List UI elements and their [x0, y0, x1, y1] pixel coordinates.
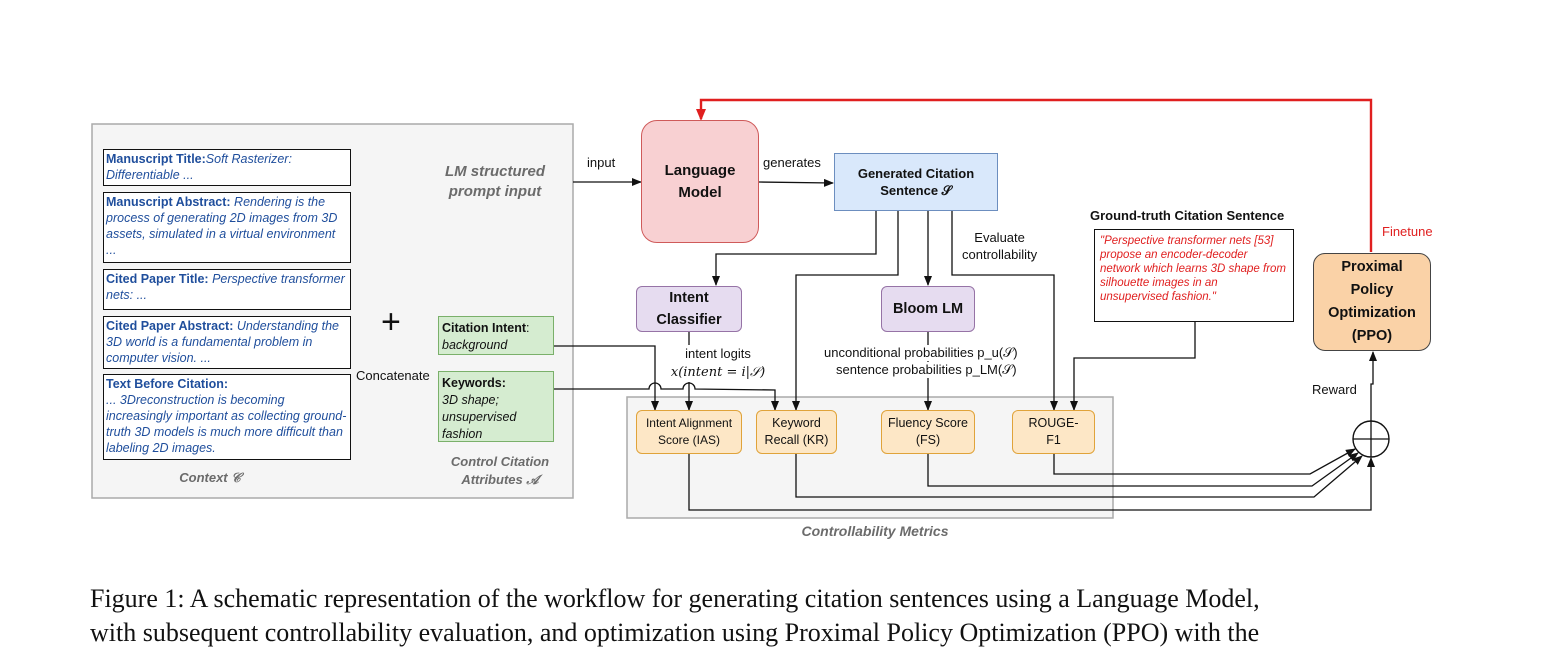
generates-arrow [758, 178, 834, 187]
rouge-to-sum-arrow [1053, 448, 1356, 475]
finetune-arrow [696, 98, 1373, 252]
keywords-box: Keywords: 3D shape; unsupervised fashion [438, 371, 554, 442]
bloom-lm-node[interactable]: Bloom LM [881, 286, 975, 332]
keywords-to-kr-arrow [553, 382, 779, 411]
cited-abstract-value: Understanding the 3D world is a fundamen… [106, 319, 339, 365]
text-before-value: ... 3Dreconstruction is becoming increas… [106, 393, 347, 455]
manuscript-abstract-value: Rendering is the process of generating 2… [106, 195, 338, 257]
unconditional-prob-label: unconditional probabilities p_u(𝒮) [824, 345, 1018, 361]
citation-intent-label: Citation Intent [442, 321, 527, 335]
keywords-label: Keywords: [442, 376, 506, 390]
gt-to-rouge-arrow [1070, 322, 1196, 411]
cited-title-label: Cited Paper Title [106, 272, 205, 286]
rouge-metric[interactable]: ROUGE-F1 [1012, 410, 1095, 454]
reward-arrow [1369, 351, 1377, 421]
text-before-label: Text Before Citation [106, 377, 224, 391]
attributes-footer-label: Control Citation Attributes 𝒜 [450, 454, 550, 487]
generates-label: generates [763, 155, 821, 170]
figure-caption: Figure 1: A schematic representation of … [90, 582, 1490, 650]
caption-line-2: with subsequent controllability evaluati… [90, 618, 1260, 647]
ground-truth-box: "Perspective transformer nets [53] propo… [1094, 229, 1294, 322]
gen-to-intent-arrow [712, 211, 877, 286]
metrics-group-label: Controllability Metrics [801, 523, 949, 539]
intent-logits-label: intent logits x(intent = i|𝒮) [658, 345, 778, 382]
citation-intent-value: background [442, 338, 508, 352]
manuscript-title-label: Manuscript Title [106, 152, 202, 166]
cited-title-value: Perspective transformer nets: ... [106, 272, 345, 302]
concatenate-label: Concatenate [356, 368, 430, 383]
input-label: input [587, 155, 616, 170]
fs-metric[interactable]: Fluency Score(FS) [881, 410, 975, 454]
gen-to-kr-arrow [792, 211, 899, 411]
plus-symbol: + [381, 303, 401, 341]
reward-label: Reward [1312, 382, 1357, 397]
intent-attr-to-ias-arrow [553, 345, 659, 411]
manuscript-abstract-box: Manuscript Abstract: Rendering is the pr… [103, 192, 351, 263]
evaluate-label: Evaluate controllability [962, 230, 1038, 262]
manuscript-abstract-label: Manuscript Abstract [106, 195, 227, 209]
citation-intent-box: Citation Intent: background [438, 316, 554, 355]
cited-abstract-label: Cited Paper Abstract [106, 319, 230, 333]
keywords-value: 3D shape; unsupervised fashion [442, 393, 517, 441]
cited-abstract-box: Cited Paper Abstract: Understanding the … [103, 316, 351, 369]
text-before-box: Text Before Citation:... 3Dreconstructio… [103, 374, 351, 460]
ias-to-sum-arrow [688, 454, 1375, 511]
sum-icon [1352, 420, 1390, 458]
cited-title-box: Cited Paper Title: Perspective transform… [103, 269, 351, 310]
manuscript-title-box: Manuscript Title:Soft Rasterizer: Differ… [103, 149, 351, 186]
kr-to-sum-arrow [795, 454, 1363, 498]
caption-line-1: Figure 1: A schematic representation of … [90, 584, 1260, 613]
ground-truth-text: "Perspective transformer nets [53] propo… [1100, 235, 1286, 303]
gen-to-rouge-arrow [951, 211, 1058, 411]
ground-truth-title: Ground-truth Citation Sentence [1090, 208, 1285, 223]
manuscript-title-value: Soft Rasterizer: Differentiable ... [106, 152, 292, 182]
prompt-label: LM structured prompt input [444, 163, 545, 200]
finetune-label: Finetune [1382, 224, 1433, 239]
context-footer-label: Context 𝒞 [179, 470, 241, 485]
sentence-prob-label: sentence probabilities p_LM(𝒮) [836, 362, 1017, 378]
fs-to-sum-arrow [927, 452, 1359, 487]
